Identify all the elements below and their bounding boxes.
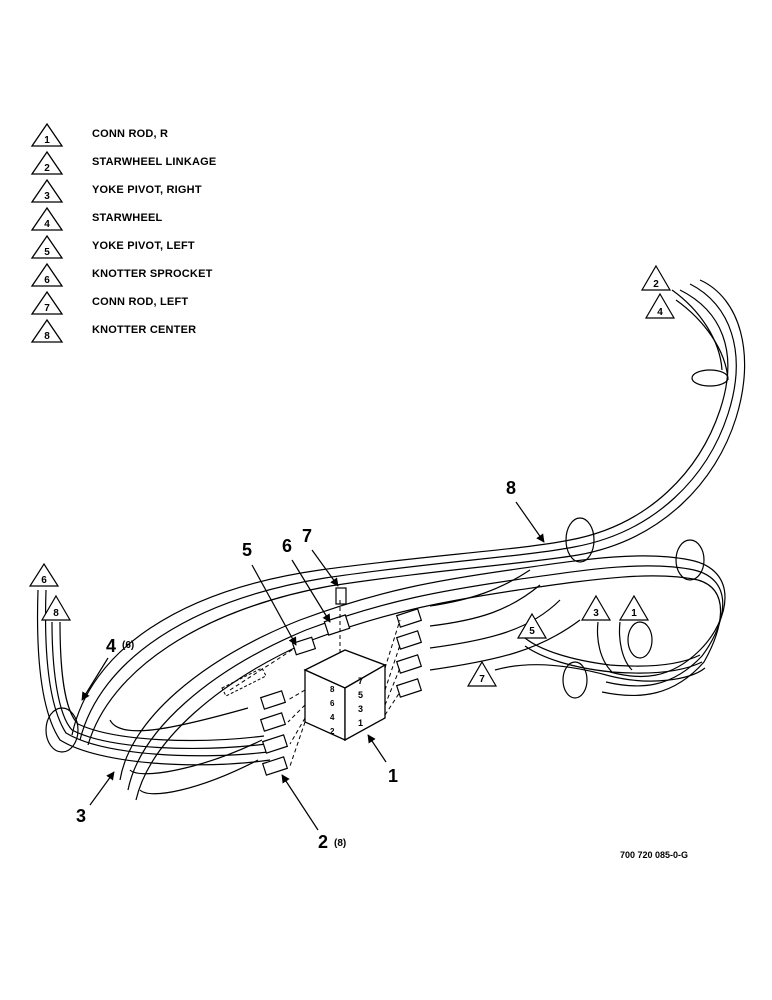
tube-tag-6: 6 <box>28 562 60 587</box>
legend-label: YOKE PIVOT, RIGHT <box>92 184 202 196</box>
svg-text:3: 3 <box>593 608 599 619</box>
triangle-tag-icon: 6 <box>30 262 64 287</box>
legend-label: STARWHEEL LINKAGE <box>92 156 217 168</box>
port-label: 3 <box>358 704 363 714</box>
port-label: 5 <box>358 690 363 700</box>
legend-num: 5 <box>44 247 50 258</box>
callout-7: 7 <box>302 526 312 546</box>
port-label: 6 <box>330 699 335 708</box>
legend-num: 1 <box>44 135 50 146</box>
svg-text:5: 5 <box>529 626 535 637</box>
legend-row: 5 YOKE PIVOT, LEFT <box>30 234 290 260</box>
legend-num: 3 <box>44 191 50 202</box>
tube-tags: 2 4 6 8 3 1 5 7 <box>28 264 676 687</box>
legend-row: 6 KNOTTER SPROCKET <box>30 262 290 288</box>
legend-row: 8 KNOTTER CENTER <box>30 318 290 344</box>
triangle-tag-icon: 5 <box>30 234 64 259</box>
legend-label: CONN ROD, R <box>92 128 169 140</box>
svg-text:8: 8 <box>53 608 59 619</box>
callouts: 1 2 (8) 3 4 (6) 5 6 7 8 <box>76 478 545 852</box>
triangle-tag-icon: 3 <box>30 178 64 203</box>
triangle-tag-icon: 7 <box>30 290 64 315</box>
legend-num: 7 <box>44 303 50 314</box>
callout-6: 6 <box>282 536 292 556</box>
triangle-tag-icon: 2 <box>30 150 64 175</box>
callout-4-sub: (6) <box>122 640 134 651</box>
legend-row: 7 CONN ROD, LEFT <box>30 290 290 316</box>
tube-tag-8: 8 <box>40 594 72 621</box>
callout-2-sub: (8) <box>334 838 346 849</box>
distribution-block: 7 5 3 1 8 6 4 2 <box>303 649 387 742</box>
legend-num: 4 <box>44 219 50 230</box>
legend-label: CONN ROD, LEFT <box>92 296 189 308</box>
legend-row: 3 YOKE PIVOT, RIGHT <box>30 178 290 204</box>
svg-text:7: 7 <box>479 674 485 685</box>
callout-5: 5 <box>242 540 252 560</box>
legend-label: STARWHEEL <box>92 212 163 224</box>
legend-row: 2 STARWHEEL LINKAGE <box>30 150 290 176</box>
callout-3: 3 <box>76 806 86 826</box>
grease-fitting <box>221 667 267 697</box>
svg-text:4: 4 <box>657 307 663 318</box>
port-label: 8 <box>330 685 335 694</box>
legend-row: 1 CONN ROD, R <box>30 122 290 148</box>
tube-tag-1: 1 <box>618 594 650 621</box>
drawing-code: 700 720 085-0-G <box>620 850 689 860</box>
callout-4: 4 <box>106 636 116 656</box>
tube-tag-3: 3 <box>580 594 612 621</box>
legend-row: 4 STARWHEEL <box>30 206 290 232</box>
tube-tag-2: 2 <box>640 264 672 291</box>
callout-8: 8 <box>506 478 516 498</box>
fittings-left <box>259 587 351 776</box>
legend-num: 2 <box>44 163 50 174</box>
cable-ties <box>45 369 729 753</box>
port-label: 4 <box>330 713 335 722</box>
triangle-tag-icon: 1 <box>30 122 64 147</box>
svg-text:2: 2 <box>653 279 659 290</box>
svg-text:6: 6 <box>41 575 47 586</box>
legend-label: KNOTTER SPROCKET <box>92 268 213 280</box>
callout-1: 1 <box>388 766 398 786</box>
tube-tag-4: 4 <box>644 292 676 319</box>
port-label: 1 <box>358 718 363 728</box>
tube-tag-7: 7 <box>466 660 498 687</box>
fittings-right <box>395 608 423 698</box>
triangle-tag-icon: 8 <box>30 318 64 343</box>
legend-label: KNOTTER CENTER <box>92 324 197 336</box>
tube-tag-5: 5 <box>516 612 548 639</box>
svg-text:1: 1 <box>631 608 637 619</box>
legend-label: YOKE PIVOT, LEFT <box>92 240 195 252</box>
callout-2: 2 <box>318 832 328 852</box>
legend-num: 6 <box>44 275 50 286</box>
port-label: 2 <box>330 727 335 736</box>
legend-num: 8 <box>44 331 50 342</box>
tube-bundle <box>36 279 746 801</box>
triangle-tag-icon: 4 <box>30 206 64 231</box>
port-label: 7 <box>358 676 363 686</box>
